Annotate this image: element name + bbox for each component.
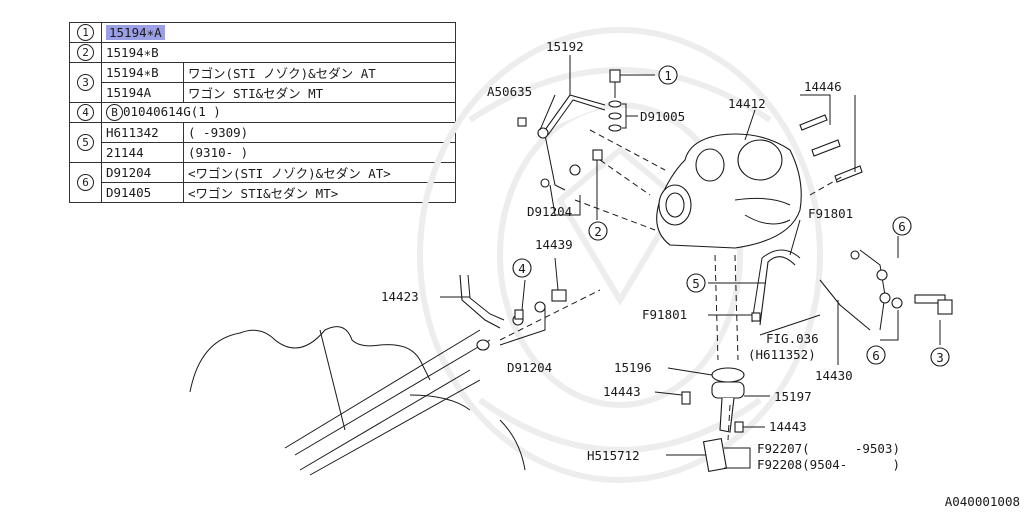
diagram-id: A040001008 <box>944 494 1020 509</box>
circle-ref-6-top: 6 <box>892 216 912 236</box>
part-cell: D91405 <box>101 182 184 203</box>
svg-text:5: 5 <box>692 276 700 291</box>
label-f91801-left: F91801 <box>642 307 687 322</box>
note-cell: <ワゴン STI&セダン MT> <box>183 182 456 203</box>
label-d91005: D91005 <box>640 109 685 124</box>
screw-a50635[interactable] <box>517 117 527 127</box>
oil-pipe[interactable] <box>537 94 606 191</box>
circle-ref-3: 3 <box>930 347 950 367</box>
label-fig036: FIG.036 <box>766 331 819 346</box>
table-row: 3 15194∗B ワゴン(STI ノゾク)&セダン AT <box>69 62 456 103</box>
note-cell: ( -9309) <box>183 122 456 143</box>
label-14439: 14439 <box>535 237 573 252</box>
bolt-3[interactable] <box>914 294 953 315</box>
label-14443-right: 14443 <box>769 419 807 434</box>
circle-ref-1: 1 <box>658 65 678 85</box>
flange-15197[interactable] <box>711 381 745 433</box>
water-hose[interactable] <box>751 249 801 326</box>
label-a50635: A50635 <box>487 84 532 99</box>
circle-ref-4: 4 <box>512 258 532 278</box>
assembly-lines <box>499 129 846 441</box>
label-h515712: H515712 <box>587 448 640 463</box>
label-f92207: F92207( -9503) <box>757 441 900 456</box>
studs[interactable] <box>799 114 863 183</box>
bolt-14443-left[interactable] <box>681 391 691 405</box>
label-14430: 14430 <box>815 368 853 383</box>
svg-text:2: 2 <box>594 224 602 239</box>
label-14443-left: 14443 <box>603 384 641 399</box>
label-14423: 14423 <box>381 289 419 304</box>
return-pipe[interactable] <box>459 274 546 351</box>
label-15196: 15196 <box>614 360 652 375</box>
turbocharger[interactable] <box>656 133 802 249</box>
table-row: 5 H611342 ( -9309) <box>69 122 456 163</box>
label-f91801-top: F91801 <box>808 206 853 221</box>
part-cell: 15194∗B <box>101 62 184 83</box>
hose-h515712[interactable] <box>702 438 728 472</box>
callout-labels: 15192 A50635 D91005 14412 14446 D91204 F… <box>381 39 900 472</box>
bolt-14443-right[interactable] <box>734 421 744 433</box>
selected-part[interactable]: 15194∗A <box>106 25 165 40</box>
svg-text:4: 4 <box>518 261 526 276</box>
row-number: 6 <box>69 162 102 203</box>
circle-ref-2: 2 <box>588 221 608 241</box>
note-cell: ワゴン(STI ノゾク)&セダン AT <box>183 62 456 83</box>
circle-ref-5: 5 <box>686 273 706 293</box>
label-d91204-top: D91204 <box>527 204 572 219</box>
nut-4[interactable] <box>514 309 524 320</box>
circled-prefix: B <box>106 104 123 121</box>
svg-text:6: 6 <box>872 348 880 363</box>
parts-table: 1 15194∗A 2 15194∗B 3 15194∗B ワゴン(STI ノゾ… <box>69 22 456 203</box>
table-row: D91405 <ワゴン STI&セダン MT> <box>70 182 456 203</box>
row-number: 5 <box>69 122 102 163</box>
bolt-2[interactable] <box>592 149 603 172</box>
label-f92208: F92208(9504- ) <box>757 457 900 472</box>
circle-references: 1 2 3 4 5 6 6 <box>512 65 950 367</box>
label-14446: 14446 <box>804 79 842 94</box>
svg-text:6: 6 <box>898 219 906 234</box>
leader-lines <box>440 55 941 469</box>
circle-ref-6-bottom: 6 <box>866 345 886 365</box>
label-fig036-sub: (H611352) <box>748 347 816 362</box>
label-d91204-bottom: D91204 <box>507 360 552 375</box>
engine-outline <box>189 326 526 476</box>
label-14412: 14412 <box>728 96 766 111</box>
gasket-15196[interactable] <box>711 367 745 383</box>
svg-text:1: 1 <box>664 68 672 83</box>
bolt-14439[interactable] <box>551 289 567 302</box>
row-number: 3 <box>69 62 102 103</box>
svg-text:3: 3 <box>936 350 944 365</box>
label-15197: 15197 <box>774 389 812 404</box>
part-cell: H611342 <box>101 122 184 143</box>
label-15192: 15192 <box>546 39 584 54</box>
banjo-bolt[interactable] <box>608 69 622 132</box>
water-pipe-14430[interactable] <box>819 249 903 331</box>
